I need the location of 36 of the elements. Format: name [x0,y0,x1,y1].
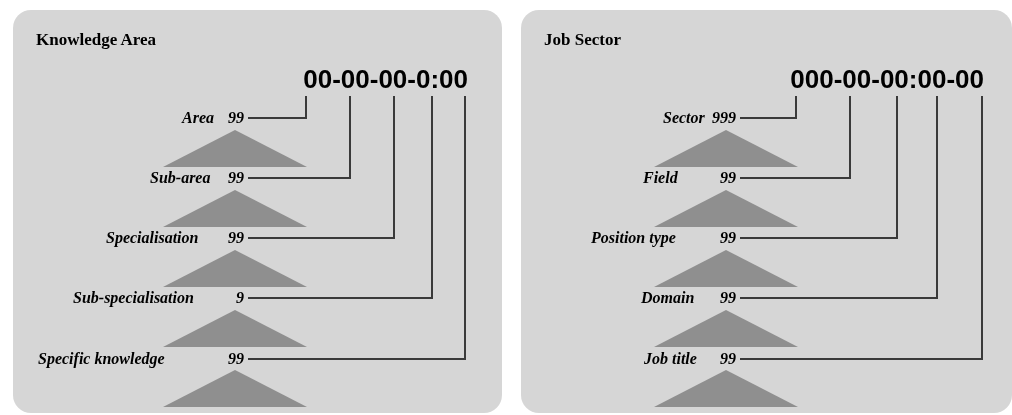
digit-count: 99 [720,289,736,307]
panel-background [13,10,502,413]
level-name: Field [643,169,678,187]
digit-count: 99 [228,169,244,187]
digit-count: 99 [720,229,736,247]
level-name: Domain [641,289,695,307]
leader-line [739,95,938,299]
digit-count: 99 [228,109,244,127]
digit-count: 99 [228,229,244,247]
leader-line [739,95,983,360]
leader-line [739,95,797,119]
level-name: Area [182,109,214,127]
level-name: Sector [663,109,705,127]
level-name: Job title [644,350,697,368]
leader-line [247,95,307,119]
panel-heading: Knowledge Area [36,30,157,50]
leader-line [247,95,466,360]
leader-line [739,95,898,239]
level-name: Sub-specialisation [73,289,194,307]
digit-count: 99 [228,350,244,368]
level-name: Specific knowledge [38,350,165,368]
leader-line [247,95,351,179]
digit-count: 999 [712,109,736,127]
code-format: 000-00-00:00-00 [790,62,984,96]
digit-count: 9 [236,289,244,307]
panel-heading: Job Sector [544,30,621,50]
code-format: 00-00-00-0:00 [303,62,468,96]
leader-line [739,95,851,179]
level-name: Specialisation [106,229,199,247]
leader-line [247,95,433,299]
level-name: Sub-area [150,169,211,187]
level-name: Position type [591,229,676,247]
panel-background [521,10,1012,413]
digit-count: 99 [720,350,736,368]
leader-line [247,95,395,239]
digit-count: 99 [720,169,736,187]
